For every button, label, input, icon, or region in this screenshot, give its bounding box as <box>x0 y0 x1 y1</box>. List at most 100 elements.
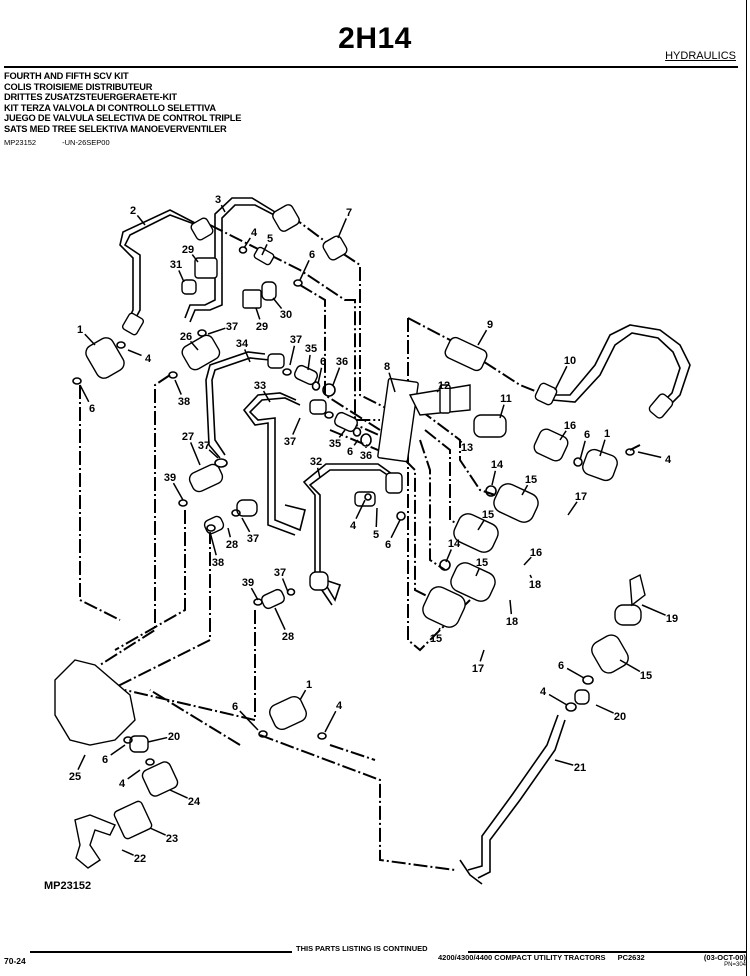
callout-coupler-15: 15 <box>640 670 652 682</box>
callout-leader-15 <box>437 627 441 632</box>
callout-o-ring-39: 39 <box>164 472 176 484</box>
callout-coupler-15: 15 <box>482 509 494 521</box>
callout-fitting-35: 35 <box>305 343 317 355</box>
continued-notice: THIS PARTS LISTING IS CONTINUED <box>296 944 428 953</box>
callout-leader-13 <box>454 435 463 443</box>
kit-titles: FOURTH AND FIFTH SCV KIT COLIS TROISIEME… <box>4 71 241 134</box>
callout-leader-38 <box>174 379 182 395</box>
callout-leader-17 <box>479 649 485 662</box>
callout-hose-21: 21 <box>574 762 586 774</box>
footer-rule-left <box>30 951 292 953</box>
callout-elbow-1: 1 <box>77 324 83 336</box>
callout-fitting-20: 20 <box>614 711 626 723</box>
callout-leader-23 <box>149 827 166 836</box>
callout-leader-6 <box>299 260 310 281</box>
callout-coupler-15: 15 <box>476 557 488 569</box>
callout-dust-cap-18: 18 <box>529 579 541 591</box>
header-rule <box>4 66 738 68</box>
callout-leader-5 <box>375 507 378 528</box>
callout-coupler-16: 16 <box>564 420 576 432</box>
callout-fitting-9: 9 <box>487 319 493 331</box>
callout-leader-15 <box>475 568 480 577</box>
callout-leader-29 <box>255 307 261 320</box>
callout-hydraulic-line-32: 32 <box>310 456 322 468</box>
callout-leader-37 <box>207 327 226 335</box>
callout-leader-6 <box>579 440 586 461</box>
callout-o-ring-6: 6 <box>102 754 108 766</box>
callout-cap-screw-12: 12 <box>438 380 450 392</box>
callout-leader-37 <box>292 417 301 435</box>
callout-o-ring-39: 39 <box>242 577 254 589</box>
callout-leader-6 <box>566 667 585 679</box>
callout-o-ring-37: 37 <box>198 440 210 452</box>
callout-o-ring-4: 4 <box>336 700 343 712</box>
callout-coupler-23: 23 <box>166 833 178 845</box>
callout-leader-20 <box>147 736 168 743</box>
callout-o-ring-37: 37 <box>247 533 259 545</box>
callout-o-ring-6: 6 <box>584 429 590 441</box>
callout-leader-20 <box>595 704 614 714</box>
callout-leader-14 <box>445 549 452 563</box>
callout-o-ring-6: 6 <box>347 446 353 458</box>
callout-hydraulic-line-33: 33 <box>254 380 266 392</box>
callout-leader-18 <box>529 574 533 579</box>
callout-leader-12 <box>436 389 440 393</box>
kit-title-en: FOURTH AND FIFTH SCV KIT <box>4 71 129 81</box>
assembly-path-lines <box>79 214 641 871</box>
callout-leader-4 <box>127 769 141 780</box>
page-number: 70-24 <box>4 956 26 966</box>
callout-leader-6 <box>353 439 359 446</box>
footer-rule-right <box>468 951 746 953</box>
callout-dust-cap-22: 22 <box>134 853 146 865</box>
callout-coupler-15: 15 <box>525 474 537 486</box>
callout-leader-15 <box>477 519 485 531</box>
callout-dust-cap-19: 19 <box>666 613 678 625</box>
callout-fitting-28: 28 <box>282 631 294 643</box>
hydraulic-tubes <box>119 197 691 885</box>
callout-o-ring-38: 38 <box>212 557 224 569</box>
callout-o-ring-6: 6 <box>558 660 564 672</box>
kit-reference: MP23152-UN-26SEP00 <box>4 138 136 147</box>
callout-leader-34 <box>244 349 251 363</box>
kit-ref-code: -UN-26SEP00 <box>62 138 110 147</box>
callout-bracket-29: 29 <box>256 321 268 333</box>
callout-leader-6 <box>239 710 259 731</box>
callout-elbow-24: 24 <box>188 796 201 808</box>
kit-title-it: KIT TERZA VALVOLA DI CONTROLLO SELETTIVA <box>4 102 216 113</box>
callout-leader-28 <box>274 607 286 630</box>
callout-leader-21 <box>554 759 574 766</box>
callout-hydraulic-line-10: 10 <box>564 355 576 367</box>
figure-id: MP23152 <box>44 880 92 892</box>
components <box>54 204 674 869</box>
callout-leader-8 <box>388 372 396 393</box>
callout-washer-14: 14 <box>448 538 461 550</box>
callout-coupler-15: 15 <box>430 633 442 645</box>
callout-hydraulic-line-2: 2 <box>130 205 136 217</box>
callout-cap-36: 36 <box>336 356 348 368</box>
callout-o-ring-37: 37 <box>274 567 286 579</box>
callout-leader-9 <box>477 329 488 346</box>
callout-leader-19 <box>641 604 666 616</box>
callout-leader-18 <box>509 599 513 615</box>
callout-leader-24 <box>169 789 188 799</box>
callout-nut-31: 31 <box>170 259 182 271</box>
footer-date: (03-OCT-00) <box>703 953 746 962</box>
callout-o-ring-37: 37 <box>226 321 238 333</box>
callout-leader-7 <box>337 218 347 239</box>
callout-leader-32 <box>316 467 321 479</box>
callout-leader-37 <box>281 578 289 593</box>
kit-title-fr: COLIS TROISIEME DISTRIBUTEUR <box>4 81 153 92</box>
o-rings <box>72 246 635 766</box>
callout-dust-cap-17: 17 <box>575 491 587 503</box>
callout-fitting-30: 30 <box>280 309 292 321</box>
callout-fitting-35: 35 <box>329 438 341 450</box>
page-border <box>746 0 747 976</box>
callout-leader-37 <box>289 345 296 366</box>
callout-leader-15 <box>619 659 641 673</box>
callout-elbow-1: 1 <box>306 679 312 691</box>
callout-leader-33 <box>262 390 271 403</box>
kit-title-de: DRITTES ZUSATZSTEUERGERAETE-KIT <box>4 92 177 102</box>
callout-dust-plug-11: 11 <box>500 393 512 405</box>
